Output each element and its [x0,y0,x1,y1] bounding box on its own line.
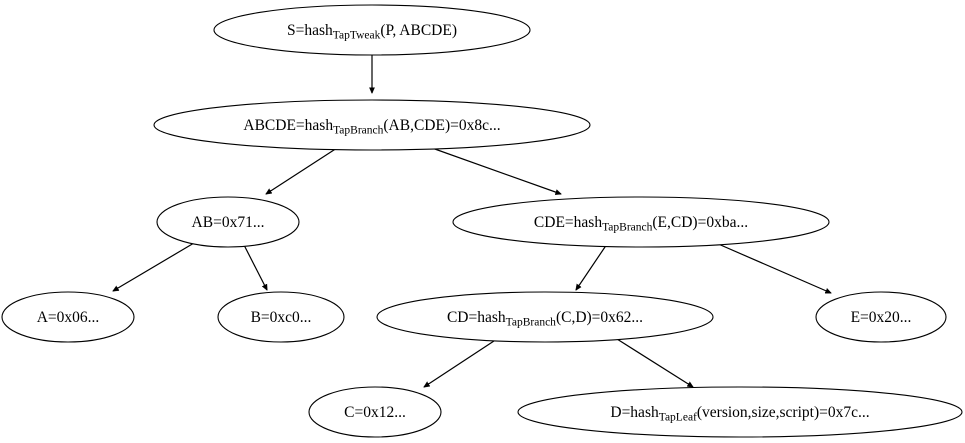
node-ellipse-s [213,4,531,56]
node-label-d: D=hashTapLeaf(version,size,script)=0x7c.… [610,404,869,424]
edge-abcde-to-ab [266,147,338,194]
node-ellipse-cde [452,196,830,248]
node-label-ab: AB=0x71... [192,214,265,231]
node-label-cd: CD=hashTapBranch(C,D)=0x62... [447,309,643,329]
edge-ab-to-a [113,242,195,291]
edge-ab-to-b [243,244,268,290]
node-label-abcde: ABCDE=hashTapBranch(AB,CDE)=0x8c... [243,117,500,137]
edge-cde-to-e [715,242,831,294]
edge-cde-to-cd [576,243,608,290]
node-ellipse-d [517,386,963,438]
node-label-cde: CDE=hashTapBranch(E,CD)=0xba... [534,214,748,234]
edge-cd-to-d [616,338,693,387]
node-s[interactable]: S=hashTapTweak(P, ABCDE) [213,4,531,56]
node-ellipse-cd [376,291,714,343]
node-ellipse-c [308,386,442,438]
node-ellipse-a [1,291,135,343]
nodes-layer: S=hashTapTweak(P, ABCDE) ABCDE=hashTapBra… [1,4,963,438]
node-a[interactable]: A=0x06... [1,291,135,343]
edge-abcde-to-cde [431,147,561,194]
node-ab[interactable]: AB=0x71... [156,196,300,248]
node-ellipse-b [217,291,345,343]
node-label-a: A=0x06... [37,309,100,326]
node-c[interactable]: C=0x12... [308,386,442,438]
node-abcde[interactable]: ABCDE=hashTapBranch(AB,CDE)=0x8c... [153,99,591,151]
node-label-c: C=0x12... [344,404,406,421]
node-label-s: S=hashTapTweak(P, ABCDE) [287,22,457,42]
node-ellipse-e [815,291,947,343]
node-cd[interactable]: CD=hashTapBranch(C,D)=0x62... [376,291,714,343]
node-ellipse-ab [156,196,300,248]
node-ellipse-abcde [153,99,591,151]
node-b[interactable]: B=0xc0... [217,291,345,343]
node-e[interactable]: E=0x20... [815,291,947,343]
edges-layer [113,55,831,387]
edge-cd-to-c [424,338,498,387]
node-label-e: E=0x20... [851,309,912,326]
node-d[interactable]: D=hashTapLeaf(version,size,script)=0x7c.… [517,386,963,438]
node-cde[interactable]: CDE=hashTapBranch(E,CD)=0xba... [452,196,830,248]
node-label-b: B=0xc0... [251,309,312,326]
